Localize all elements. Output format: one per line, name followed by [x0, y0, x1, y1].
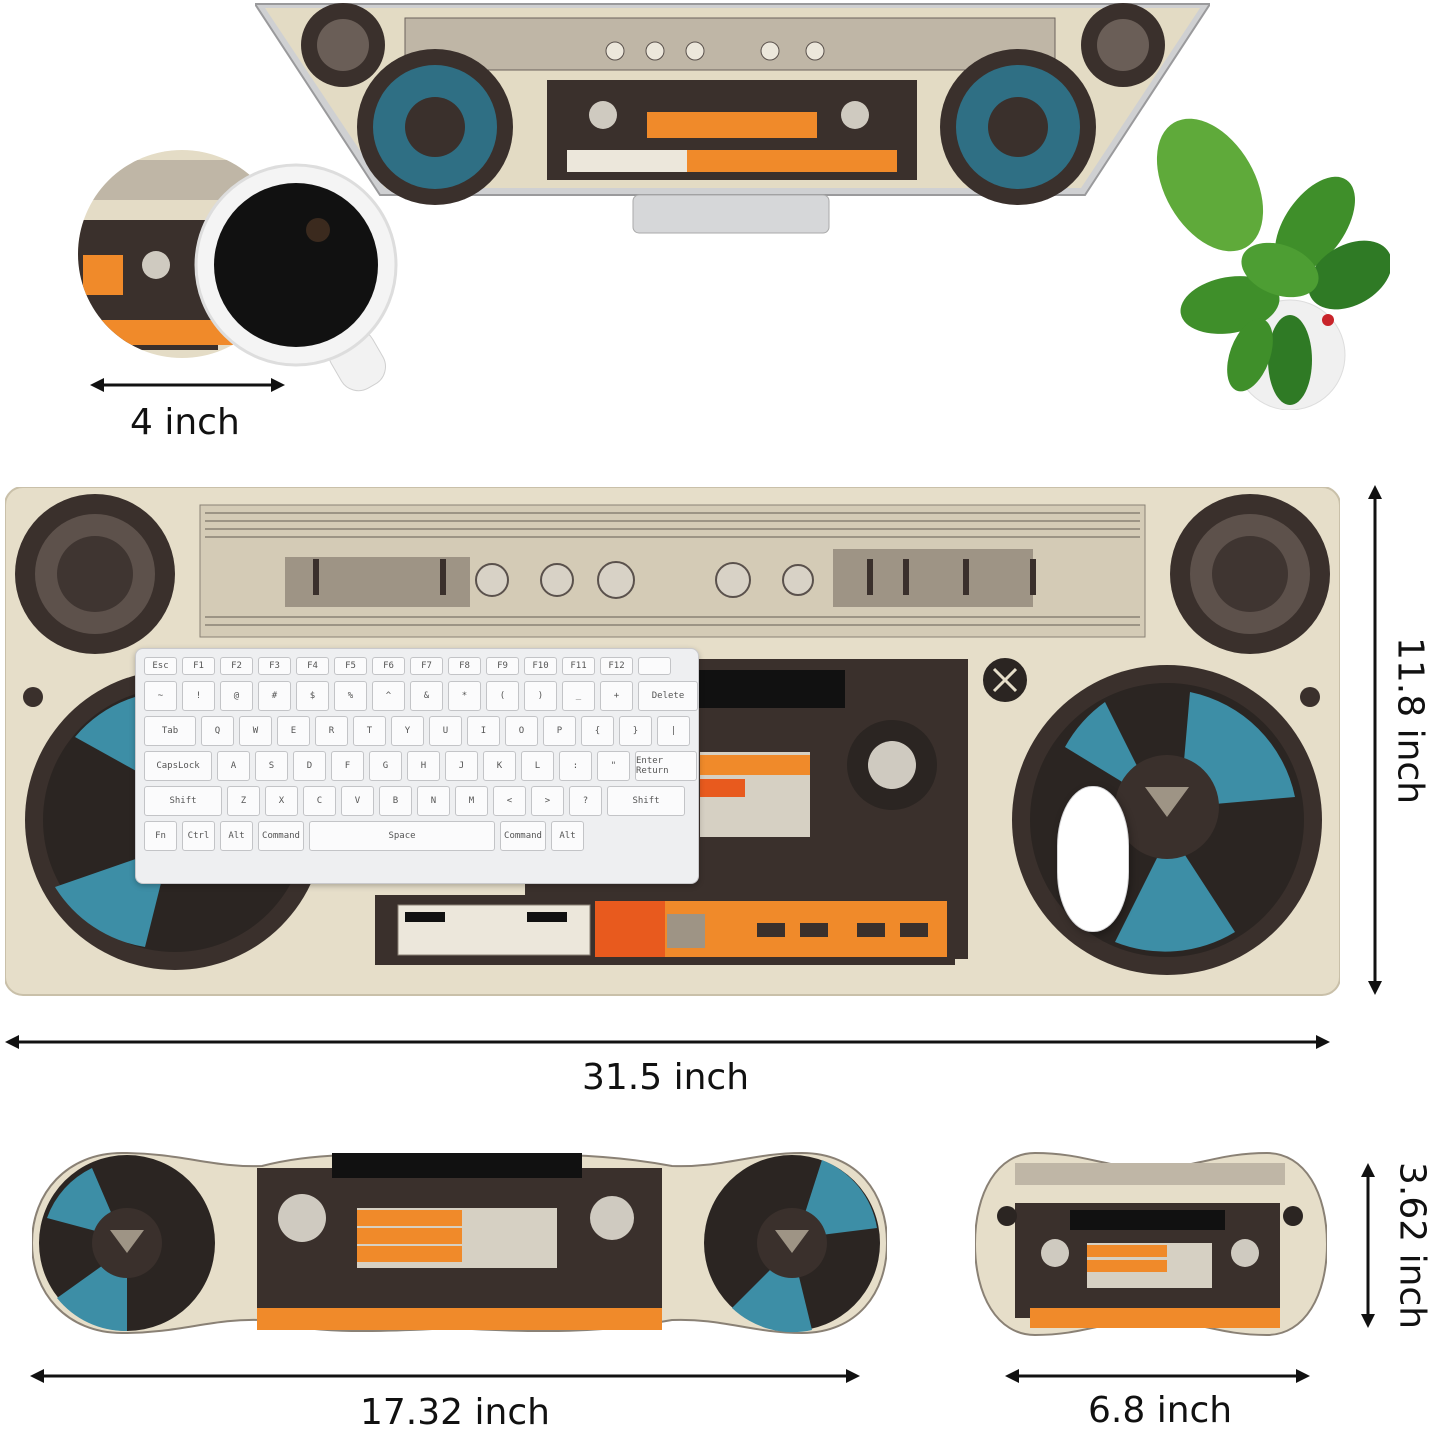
key[interactable]: Y: [391, 716, 424, 746]
key[interactable]: $: [296, 681, 329, 711]
key[interactable]: &: [410, 681, 443, 711]
key[interactable]: :: [559, 751, 592, 781]
key[interactable]: Esc: [144, 657, 177, 675]
key[interactable]: S: [255, 751, 288, 781]
key[interactable]: }: [619, 716, 652, 746]
keyboard-row: ~!@#$%^&*()_+Delete: [144, 681, 698, 711]
key[interactable]: Fn: [144, 821, 177, 851]
mat-height-label: 11.8 inch: [1389, 636, 1431, 805]
coaster-dimension-arrow: [90, 375, 285, 395]
mouse-rest-width-arrow: [1005, 1366, 1310, 1386]
key[interactable]: <: [493, 786, 526, 816]
key[interactable]: Command: [258, 821, 304, 851]
key[interactable]: V: [341, 786, 374, 816]
mouse-rest-height-arrow: [1358, 1163, 1378, 1328]
key[interactable]: F3: [258, 657, 291, 675]
key[interactable]: [638, 657, 671, 675]
mat-width-arrow: [5, 1032, 1330, 1052]
key[interactable]: @: [220, 681, 253, 711]
key[interactable]: Alt: [551, 821, 584, 851]
key[interactable]: {: [581, 716, 614, 746]
key[interactable]: !: [182, 681, 215, 711]
key[interactable]: F11: [562, 657, 595, 675]
key[interactable]: F10: [524, 657, 557, 675]
key[interactable]: F5: [334, 657, 367, 675]
key[interactable]: Alt: [220, 821, 253, 851]
wrist-rest-width-label: 17.32 inch: [360, 1392, 550, 1433]
key[interactable]: F9: [486, 657, 519, 675]
key[interactable]: Shift: [144, 786, 222, 816]
plant: [1150, 105, 1390, 410]
key[interactable]: L: [521, 751, 554, 781]
key[interactable]: U: [429, 716, 462, 746]
key[interactable]: R: [315, 716, 348, 746]
key[interactable]: N: [417, 786, 450, 816]
key[interactable]: X: [265, 786, 298, 816]
mouse-rest-width-label: 6.8 inch: [1088, 1390, 1233, 1431]
key[interactable]: W: [239, 716, 272, 746]
key[interactable]: C: [303, 786, 336, 816]
monitor: [255, 0, 1210, 240]
key[interactable]: D: [293, 751, 326, 781]
key[interactable]: F2: [220, 657, 253, 675]
mouse[interactable]: [1057, 786, 1129, 932]
key[interactable]: H: [407, 751, 440, 781]
key[interactable]: CapsLock: [144, 751, 212, 781]
key[interactable]: Shift: [607, 786, 685, 816]
keyboard[interactable]: Esc F1 F2 F3 F4 F5 F6 F7 F8 F9 F10 F11 F12 ~!@#$%^&*(…: [135, 648, 699, 884]
key[interactable]: (: [486, 681, 519, 711]
keyboard-row: Esc F1 F2 F3 F4 F5 F6 F7 F8 F9 F10 F11 F12: [144, 657, 671, 675]
key[interactable]: ?: [569, 786, 602, 816]
key[interactable]: F7: [410, 657, 443, 675]
key[interactable]: E: [277, 716, 310, 746]
key[interactable]: *: [448, 681, 481, 711]
mouse-rest-height-label: 3.62 inch: [1391, 1161, 1433, 1330]
key[interactable]: O: [505, 716, 538, 746]
key[interactable]: Space: [309, 821, 495, 851]
key[interactable]: G: [369, 751, 402, 781]
key[interactable]: ": [597, 751, 630, 781]
mat-width-label: 31.5 inch: [582, 1057, 750, 1098]
key[interactable]: J: [445, 751, 478, 781]
key[interactable]: M: [455, 786, 488, 816]
key[interactable]: Ctrl: [182, 821, 215, 851]
key[interactable]: _: [562, 681, 595, 711]
key[interactable]: F6: [372, 657, 405, 675]
key[interactable]: P: [543, 716, 576, 746]
key[interactable]: Q: [201, 716, 234, 746]
key[interactable]: F12: [600, 657, 633, 675]
mouse-wrist-rest: [975, 1148, 1327, 1340]
key[interactable]: F4: [296, 657, 329, 675]
wrist-rest-width-arrow: [30, 1366, 860, 1386]
key[interactable]: >: [531, 786, 564, 816]
key[interactable]: F8: [448, 657, 481, 675]
coaster-dimension-label: 4 inch: [130, 402, 240, 443]
key[interactable]: B: [379, 786, 412, 816]
key[interactable]: F: [331, 751, 364, 781]
key[interactable]: #: [258, 681, 291, 711]
key[interactable]: ^: [372, 681, 405, 711]
key[interactable]: Z: [227, 786, 260, 816]
key[interactable]: +: [600, 681, 633, 711]
key[interactable]: ): [524, 681, 557, 711]
key[interactable]: ~: [144, 681, 177, 711]
key[interactable]: Delete: [638, 681, 698, 711]
key[interactable]: |: [657, 716, 690, 746]
key[interactable]: %: [334, 681, 367, 711]
mat-height-arrow: [1365, 485, 1385, 995]
key[interactable]: A: [217, 751, 250, 781]
key[interactable]: K: [483, 751, 516, 781]
key[interactable]: Command: [500, 821, 546, 851]
key[interactable]: F1: [182, 657, 215, 675]
key[interactable]: Tab: [144, 716, 196, 746]
coaster: [78, 150, 398, 410]
key[interactable]: Enter Return: [635, 751, 697, 781]
key[interactable]: I: [467, 716, 500, 746]
keyboard-wrist-rest: [32, 1148, 887, 1338]
key[interactable]: T: [353, 716, 386, 746]
